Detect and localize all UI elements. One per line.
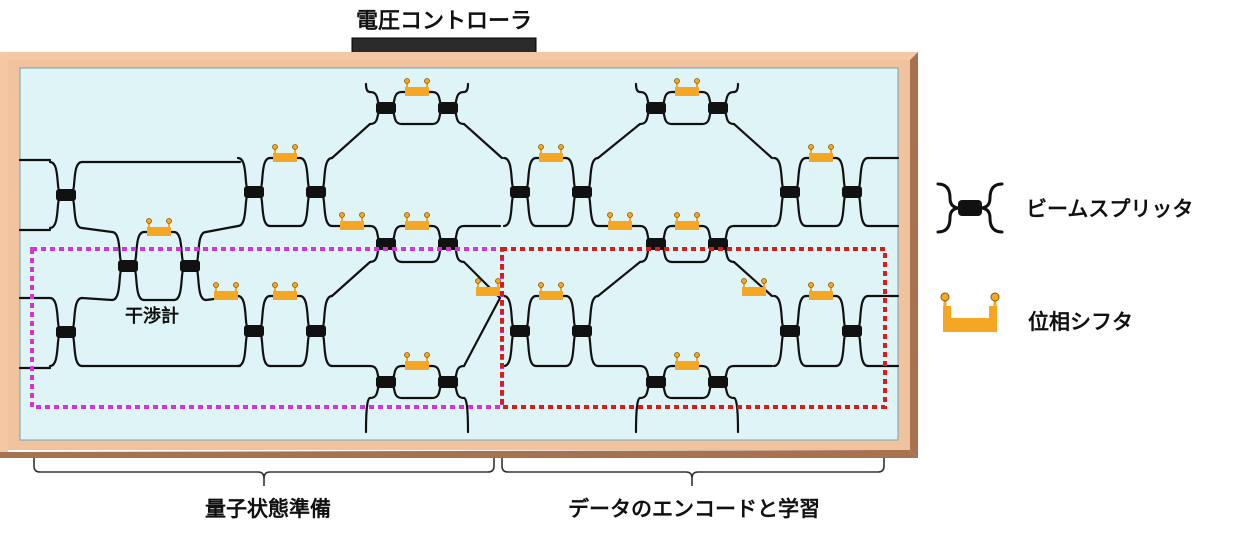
phase-shifter <box>272 144 298 162</box>
legend-phase-shifter-label: 位相シフタ <box>1028 310 1133 334</box>
waveguide <box>462 396 470 434</box>
phase-shifter <box>404 352 430 370</box>
phase-shifter <box>741 278 767 296</box>
beam-splitter <box>180 260 200 272</box>
beam-splitter <box>306 325 326 337</box>
voltage-controller-title: 電圧コントローラ <box>356 9 532 34</box>
phase-shifter <box>146 218 172 236</box>
phase-shifter <box>404 212 430 230</box>
beam-splitter <box>646 376 666 388</box>
beam-splitter <box>510 186 530 198</box>
beam-splitter <box>708 376 728 388</box>
interferometer-label: 干渉計 <box>125 305 179 327</box>
beam-splitter <box>842 325 862 337</box>
waveguide <box>80 296 114 302</box>
beam-splitter <box>306 186 326 198</box>
phase-shifter <box>674 212 700 230</box>
encoding-brace <box>501 458 885 486</box>
beam-splitter <box>376 238 396 250</box>
phase-shifter <box>339 212 365 230</box>
beam-splitter <box>510 325 530 337</box>
state-prep-brace <box>33 458 495 486</box>
beam-splitter <box>438 376 458 388</box>
state-prep-label: 量子状態準備 <box>205 497 331 521</box>
beam-splitter <box>438 238 458 250</box>
beam-splitter <box>708 102 728 114</box>
waveguide <box>462 296 502 368</box>
waveguide <box>732 82 740 94</box>
phase-shifter <box>607 212 633 230</box>
encoding-label: データのエンコードと学習 <box>568 497 820 521</box>
phase-shifter-icon <box>940 292 1000 332</box>
beam-splitter <box>376 102 396 114</box>
phase-shifter <box>808 282 834 300</box>
beam-splitter <box>56 326 76 338</box>
waveguide <box>364 396 372 434</box>
beam-splitter <box>244 186 264 198</box>
phase-shifter <box>538 282 564 300</box>
beam-splitter <box>572 186 592 198</box>
beam-splitter-icon <box>936 182 1004 234</box>
waveguide <box>204 224 240 234</box>
beam-splitter-array <box>56 102 862 388</box>
waveguide <box>462 82 470 94</box>
beam-splitter <box>244 325 264 337</box>
phase-shifter <box>475 278 501 296</box>
waveguide <box>462 122 504 160</box>
legend-beam-splitter-label: ビームスプリッタ <box>1026 197 1193 221</box>
waveguide <box>596 122 642 160</box>
waveguide <box>330 260 372 298</box>
chip-frame <box>0 52 918 458</box>
phase-shifter-array <box>146 78 834 370</box>
encoding-region <box>500 247 887 409</box>
beam-splitter <box>780 186 800 198</box>
phase-shifter <box>808 144 834 162</box>
phase-shifter <box>674 352 700 370</box>
waveguide <box>634 82 642 94</box>
waveguide <box>80 226 114 234</box>
phase-shifter <box>538 144 564 162</box>
waveguide <box>596 260 642 298</box>
waveguide <box>732 122 774 160</box>
beam-splitter <box>56 189 76 201</box>
beam-splitter <box>646 102 666 114</box>
phase-shifter <box>404 78 430 96</box>
phase-shifter <box>674 78 700 96</box>
beam-splitter <box>780 325 800 337</box>
beam-splitter <box>842 186 862 198</box>
waveguide <box>364 82 372 94</box>
beam-splitter <box>572 325 592 337</box>
legend: ビームスプリッタ 位相シフタ <box>936 182 1193 334</box>
phase-shifter <box>213 282 239 300</box>
beam-splitter <box>438 102 458 114</box>
beam-splitter <box>118 260 138 272</box>
waveguide <box>634 396 642 434</box>
phase-shifter <box>272 282 298 300</box>
waveguide <box>330 122 372 160</box>
beam-splitter <box>376 376 396 388</box>
